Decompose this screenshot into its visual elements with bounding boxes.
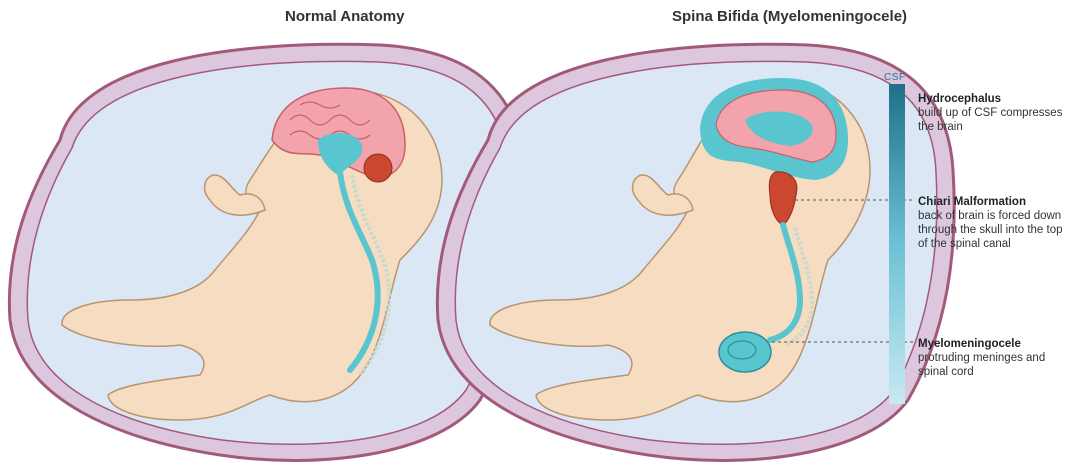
csf-scale-bar: [889, 84, 905, 404]
callout-description: back of brain is forced down through the…: [918, 209, 1070, 251]
callout-chiari-malformation: Chiari Malformation back of brain is for…: [918, 195, 1070, 251]
spina-bifida-panel: [437, 44, 954, 460]
callout-title: Chiari Malformation: [918, 195, 1070, 209]
myelomeningocele-sac: [719, 332, 771, 372]
callout-description: build up of CSF compresses the brain: [918, 106, 1068, 134]
csf-bar-label: CSF: [884, 72, 906, 83]
callout-title: Myelomeningocele: [918, 337, 1068, 351]
callout-title: Hydrocephalus: [918, 92, 1068, 106]
cerebellum-normal: [364, 154, 392, 182]
callout-description: protruding meninges and spinal cord: [918, 351, 1068, 379]
callout-myelomeningocele: Myelomeningocele protruding meninges and…: [918, 337, 1068, 379]
callout-hydrocephalus: Hydrocephalus build up of CSF compresses…: [918, 92, 1068, 134]
